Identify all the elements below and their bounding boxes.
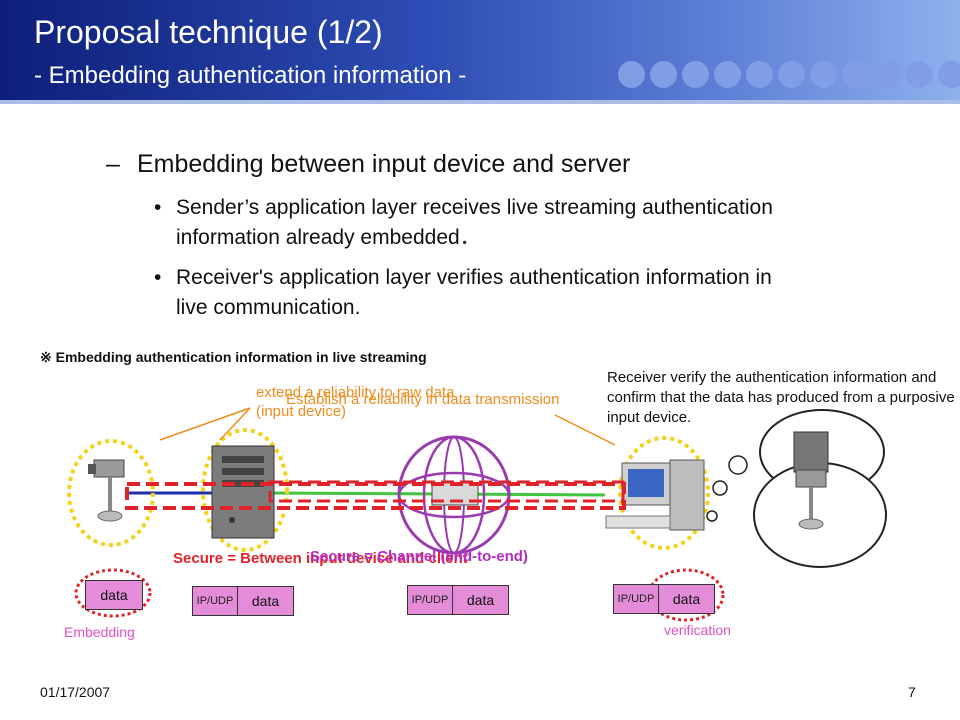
packet-header: IP/UDP bbox=[408, 586, 453, 614]
desktop-computer-icon bbox=[605, 459, 705, 531]
dash-marker: – bbox=[106, 150, 120, 178]
establish-note: Establish a reliability in data transmis… bbox=[286, 391, 560, 408]
embedding-highlight bbox=[74, 568, 152, 618]
packet: IP/UDP data bbox=[407, 585, 509, 615]
slide-subtitle: - Embedding authentication information - bbox=[34, 62, 467, 89]
packet: IP/UDP data bbox=[613, 584, 715, 614]
pointer-line bbox=[159, 407, 251, 441]
header-decoration-dots bbox=[618, 61, 960, 88]
secure-purple-label: Secure = Channel (end-to-end) bbox=[310, 548, 528, 565]
header-divider bbox=[0, 100, 960, 104]
packet: IP/UDP data bbox=[192, 586, 294, 616]
server-highlight bbox=[201, 428, 289, 552]
diagram-title: ※ Embedding authentication information i… bbox=[40, 349, 427, 365]
thought-cloud-icon bbox=[706, 409, 887, 568]
camera-icon bbox=[88, 459, 125, 522]
bullet-marker: • bbox=[154, 196, 162, 219]
bullet-marker: • bbox=[154, 266, 162, 289]
packet-header: IP/UDP bbox=[614, 585, 659, 613]
footer-date: 01/17/2007 bbox=[40, 684, 111, 700]
server-tower-icon bbox=[211, 445, 275, 539]
secure-input-client-box bbox=[125, 482, 626, 510]
packet-data: data bbox=[672, 591, 701, 607]
bullet-text: Sender’s application layer receives live… bbox=[176, 196, 773, 249]
packet-data-only: data bbox=[85, 580, 143, 610]
secure-red-label: Secure = Between input device and client bbox=[173, 550, 468, 567]
packet-data: data bbox=[466, 592, 495, 608]
page-number: 7 bbox=[908, 684, 916, 700]
embedding-label: Embedding bbox=[64, 624, 135, 640]
verification-label: verification bbox=[664, 622, 731, 638]
secure-channel-box bbox=[268, 480, 625, 503]
pointer-line bbox=[554, 414, 616, 446]
slide-header: Proposal technique (1/2) - Embedding aut… bbox=[0, 0, 960, 100]
camera-highlight bbox=[67, 439, 155, 547]
bullet-text: Receiver's application layer verifies au… bbox=[176, 266, 772, 319]
packet-data: data bbox=[251, 593, 280, 609]
packet-data: data bbox=[100, 587, 128, 603]
client-highlight bbox=[618, 436, 710, 550]
slide-title: Proposal technique (1/2) bbox=[34, 14, 383, 50]
level1-text: Embedding between input device and serve… bbox=[137, 150, 631, 178]
receiver-note: Receiver verify the authentication infor… bbox=[607, 369, 955, 426]
pointer-line bbox=[219, 407, 251, 441]
packet-header: IP/UDP bbox=[193, 587, 238, 615]
extend-note: extend a reliability to raw data (input … bbox=[256, 384, 455, 420]
